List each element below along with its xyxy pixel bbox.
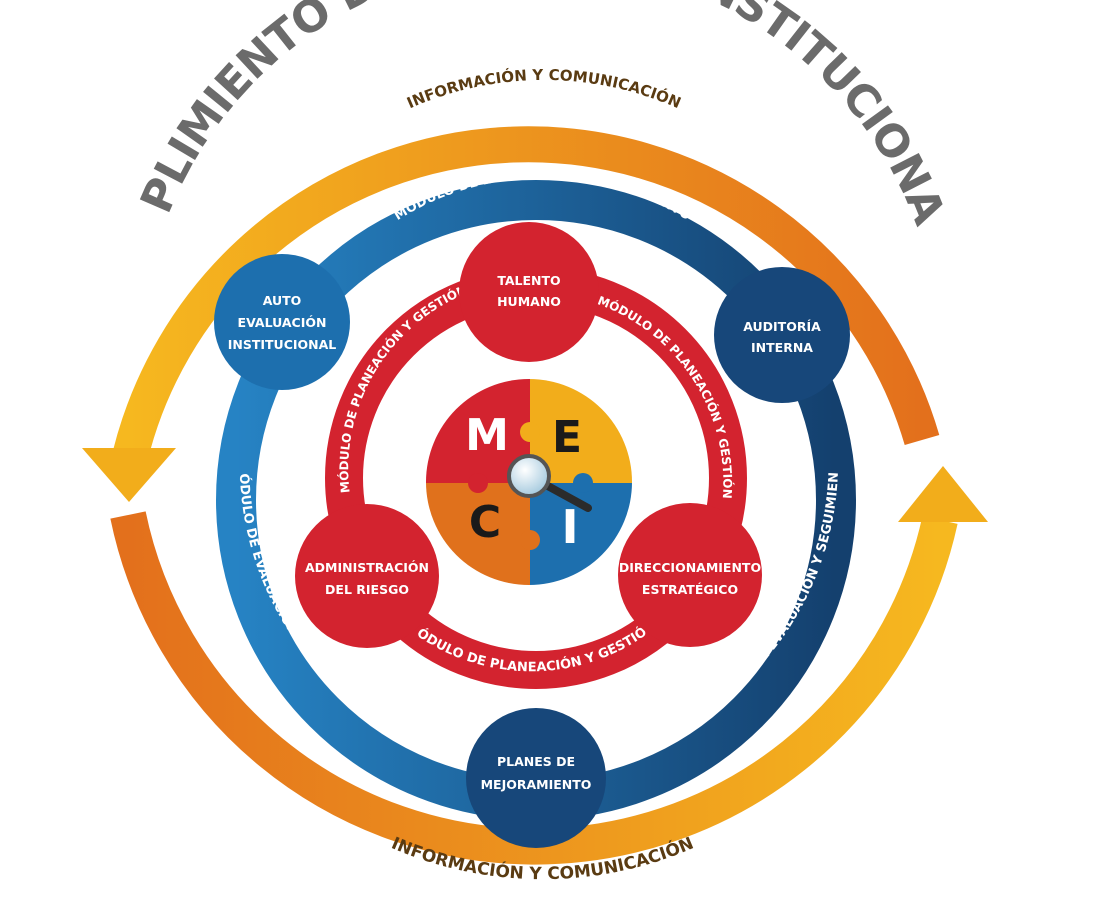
svg-text:MEJORAMIENTO: MEJORAMIENTO [481, 777, 592, 792]
svg-text:INTERNA: INTERNA [751, 340, 813, 355]
right-up-arrowhead [898, 466, 988, 522]
svg-text:AUDITORÍA: AUDITORÍA [743, 319, 821, 334]
outer-top-label: INFORMACIÓN Y COMUNICACIÓN [404, 66, 684, 112]
node-planes-mejoramiento: PLANES DE MEJORAMIENTO [466, 708, 606, 848]
magnifying-glass-icon [507, 454, 592, 512]
meci-letter-e: E [552, 412, 582, 463]
svg-text:AUTO: AUTO [263, 293, 302, 308]
meci-letter-i: I [561, 500, 578, 554]
node-talento-humano: TALENTO HUMANO [459, 222, 599, 362]
svg-text:ESTRATÉGICO: ESTRATÉGICO [642, 582, 738, 597]
left-down-arrowhead [82, 448, 176, 502]
svg-text:DIRECCIONAMIENTO: DIRECCIONAMIENTO [619, 560, 761, 575]
svg-text:INSTITUCIONAL: INSTITUCIONAL [228, 337, 337, 352]
svg-text:TALENTO: TALENTO [497, 273, 560, 288]
outer-arc-top [109, 126, 940, 474]
meci-letter-c: C [469, 497, 501, 548]
node-administracion-riesgo: ADMINISTRACIÓN DEL RIESGO [295, 504, 439, 648]
svg-text:HUMANO: HUMANO [497, 294, 561, 309]
node-auditoria-interna: AUDITORÍA INTERNA [714, 267, 850, 403]
node-auto-evaluacion: AUTO EVALUACIÓN INSTITUCIONAL [214, 254, 350, 390]
node-direccionamiento-estrategico: DIRECCIONAMIENTO ESTRATÉGICO [618, 503, 762, 647]
svg-text:EVALUACIÓN: EVALUACIÓN [238, 315, 327, 330]
svg-text:DEL RIESGO: DEL RIESGO [325, 582, 409, 597]
meci-center: M E C I [426, 379, 632, 585]
svg-text:ADMINISTRACIÓN: ADMINISTRACIÓN [305, 560, 429, 575]
svg-text:PLANES DE: PLANES DE [497, 754, 575, 769]
meci-letter-m: M [465, 410, 509, 461]
